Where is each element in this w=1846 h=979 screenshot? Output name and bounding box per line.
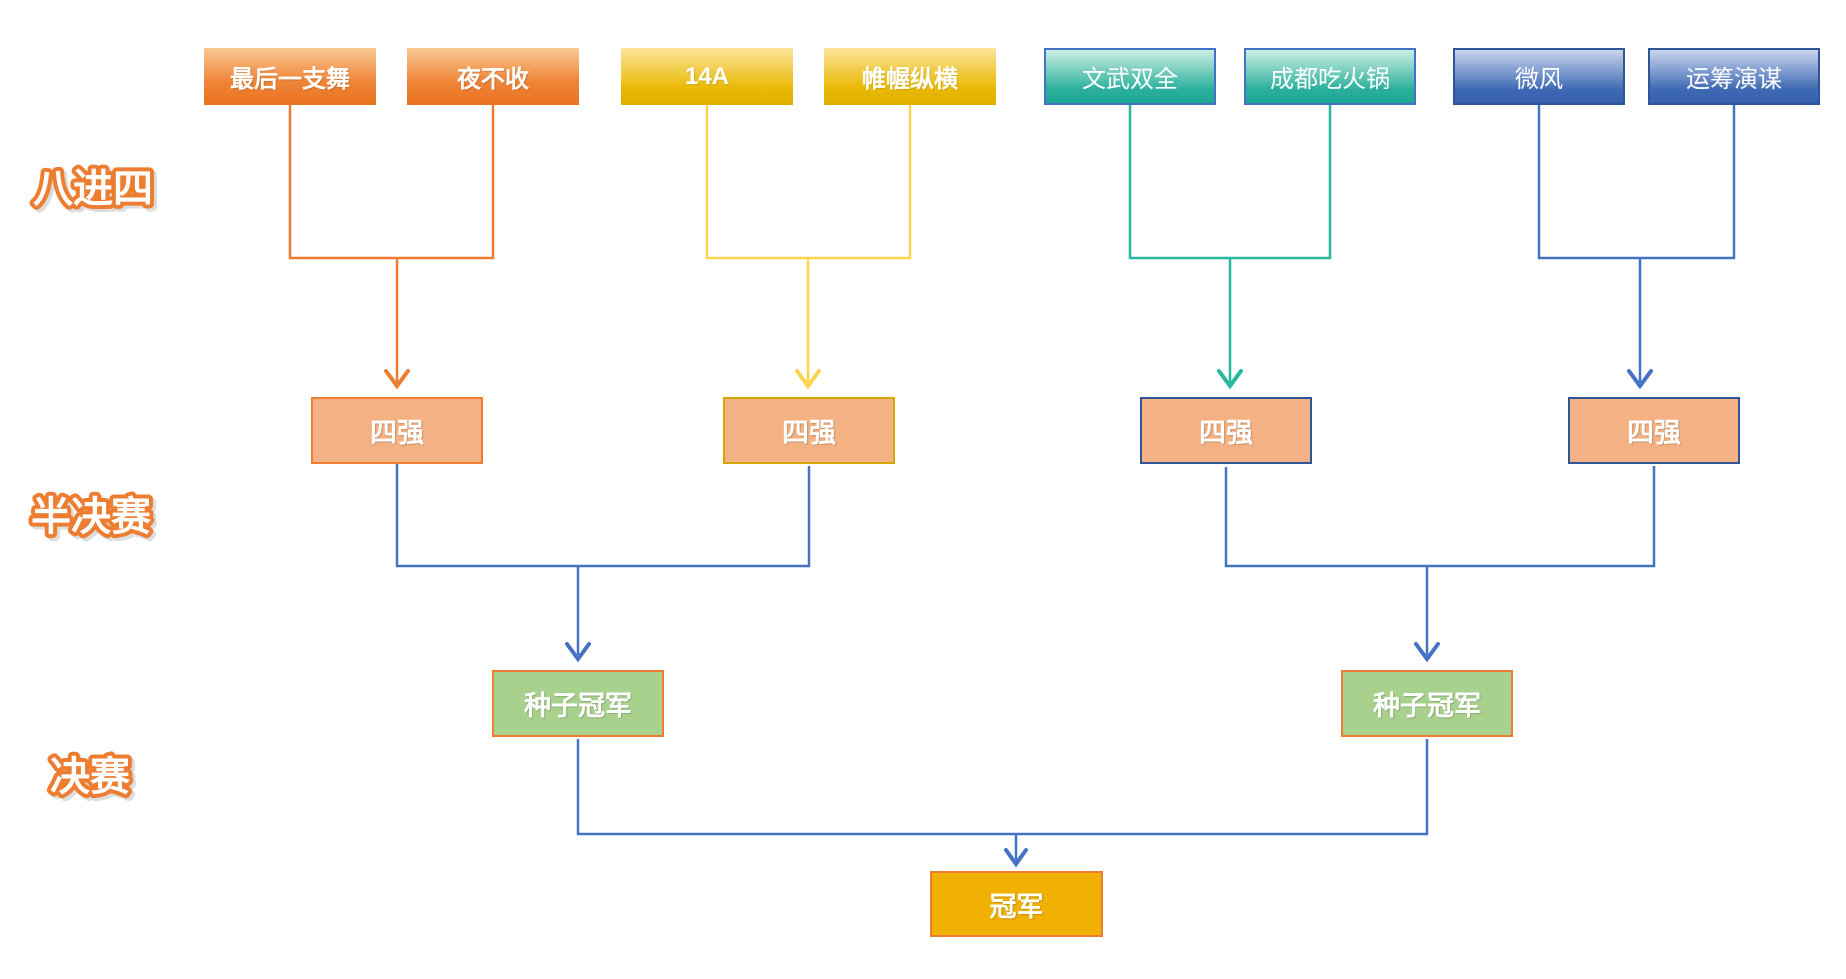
- team-box-6: 成都吃火锅: [1244, 48, 1416, 105]
- arrowhead-quarter-c-icon: [1217, 369, 1243, 390]
- team-box-7: 微风: [1453, 48, 1625, 105]
- round-label-finals: 决赛: [50, 755, 131, 799]
- team-box-3: 14A: [621, 48, 793, 105]
- quarter-winner-slot-4: 四强: [1568, 397, 1740, 464]
- bracket-line-quarter-d: [1537, 105, 1736, 260]
- team-box-1: 最后一支舞: [204, 48, 376, 105]
- arrowhead-quarter-d-icon: [1627, 369, 1653, 390]
- quarter-winner-slot-2: 四强: [723, 397, 895, 464]
- champion-slot: 冠军: [930, 871, 1103, 937]
- arrowhead-final-icon: [1004, 848, 1028, 868]
- bracket-line-final: [576, 739, 1429, 836]
- arrowhead-semi-left-icon: [565, 642, 591, 663]
- arrowhead-semi-right-icon: [1414, 642, 1440, 663]
- semi-winner-slot-1: 种子冠军: [492, 670, 664, 737]
- quarter-winner-slot-3: 四强: [1140, 397, 1312, 464]
- arrowhead-quarter-b-icon: [795, 369, 821, 390]
- arrowhead-quarter-a-icon: [384, 369, 410, 390]
- bracket-line-quarter-b: [705, 105, 912, 260]
- bracket-line-quarter-a: [288, 105, 495, 260]
- team-box-2: 夜不收: [407, 48, 579, 105]
- semi-winner-slot-2: 种子冠军: [1341, 670, 1513, 737]
- round-label-quarterfinals: 八进四: [33, 167, 153, 211]
- team-box-5: 文武双全: [1044, 48, 1216, 105]
- team-box-8: 运筹演谋: [1648, 48, 1820, 105]
- bracket-line-quarter-c: [1128, 105, 1332, 260]
- bracket-line-semi-left: [395, 464, 811, 568]
- team-box-4: 帷幄纵横: [824, 48, 996, 105]
- round-label-semifinals: 半决赛: [31, 495, 152, 539]
- bracket-line-semi-right: [1224, 466, 1656, 568]
- quarter-winner-slot-1: 四强: [311, 397, 483, 464]
